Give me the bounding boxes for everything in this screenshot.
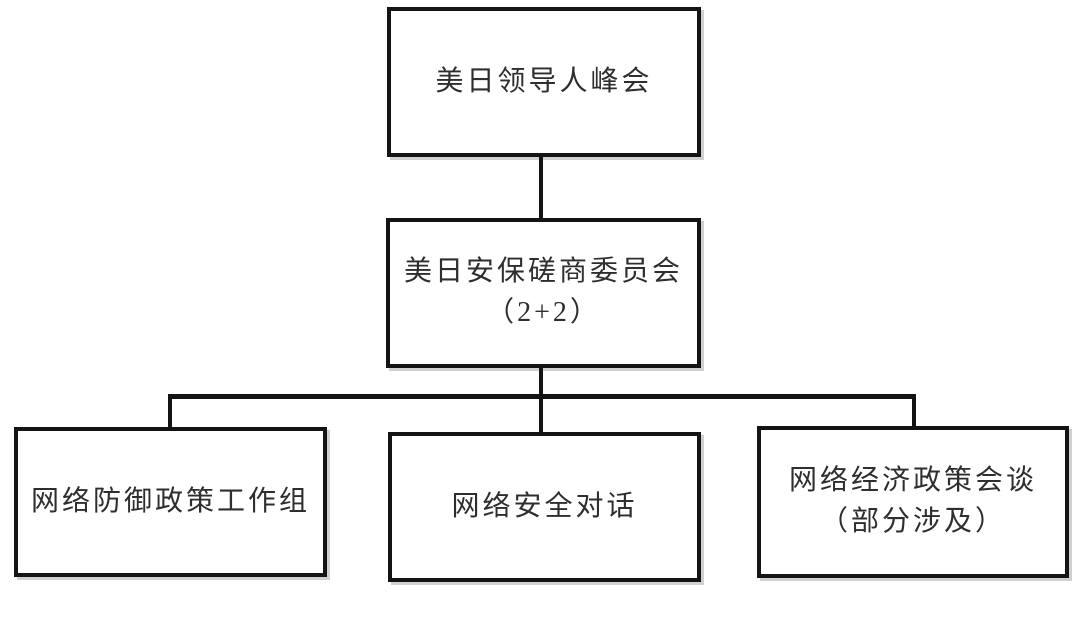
node-committee-sublabel: （2+2） <box>486 297 601 328</box>
connector-drop-dialogue <box>539 399 543 433</box>
node-dialogue: 网络安全对话 <box>388 432 701 582</box>
node-economic-talks-label: 网络经济政策会谈 <box>788 465 1037 497</box>
connector-summit-to-committee <box>539 157 543 218</box>
node-summit: 美日领导人峰会 <box>387 7 701 157</box>
node-working-group: 网络防御政策工作组 <box>14 427 327 577</box>
connector-horizontal-bar <box>168 394 916 399</box>
node-economic-talks-sublabel: （部分涉及） <box>819 506 1006 537</box>
node-dialogue-label: 网络安全对话 <box>451 490 638 522</box>
node-economic-talks: 网络经济政策会谈 （部分涉及） <box>757 426 1069 578</box>
node-committee-label: 美日安保磋商委员会 <box>403 256 683 288</box>
node-working-group-label: 网络防御政策工作组 <box>30 485 310 517</box>
connector-drop-working-group <box>168 399 172 428</box>
node-summit-label: 美日领导人峰会 <box>435 65 653 97</box>
node-committee: 美日安保磋商委员会 （2+2） <box>386 218 701 368</box>
connector-drop-economic-talks <box>912 399 916 427</box>
connector-committee-stub <box>539 368 543 395</box>
